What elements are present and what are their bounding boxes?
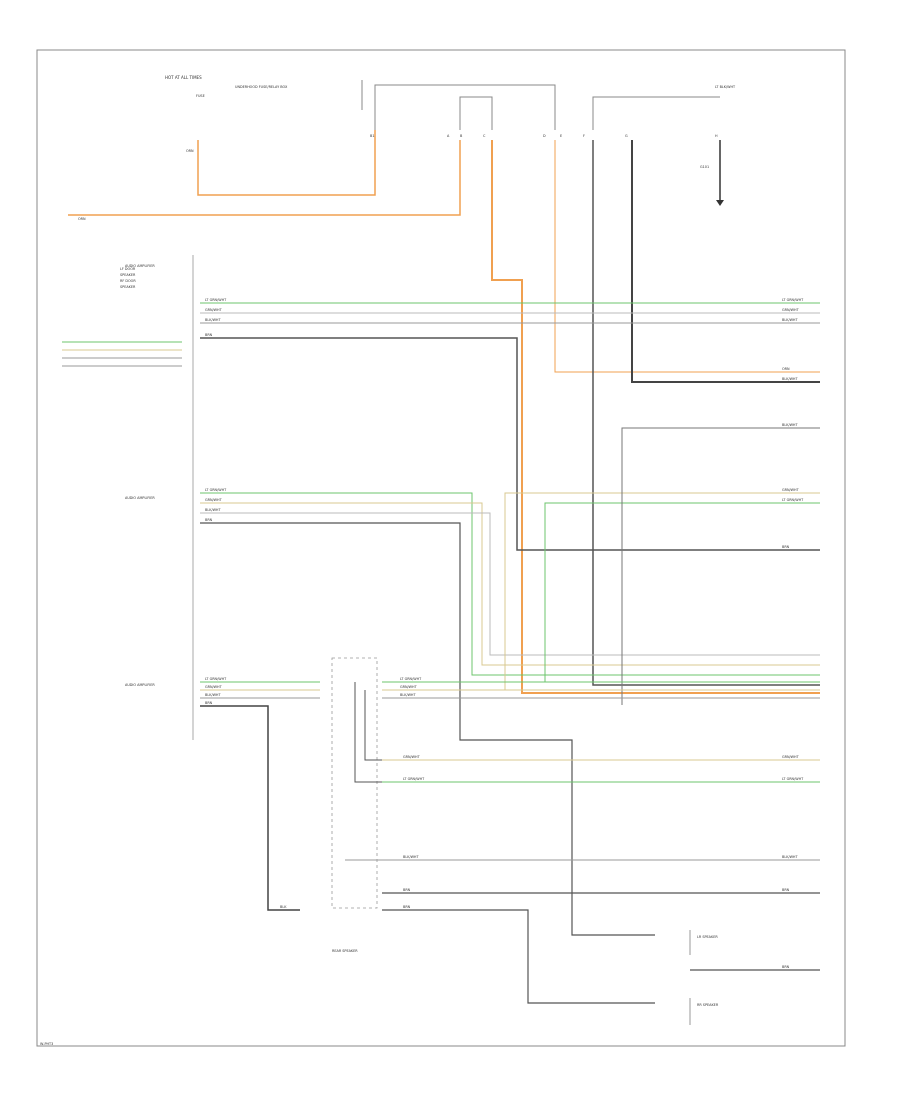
top-pins: B1 A B C D E F G H [370, 134, 718, 138]
bracket-top-4 [592, 96, 720, 130]
audio-amp-labels: AUDIO AMPLIFIER AUDIO AMPLIFIER AUDIO AM… [125, 264, 155, 687]
svg-text:GRN/WHT: GRN/WHT [403, 755, 421, 759]
svg-text:BLK/WHT: BLK/WHT [205, 508, 221, 512]
svg-text:LT GRN/WHT: LT GRN/WHT [403, 777, 425, 781]
left-nav-labels: LF DOOR SPEAKER RF DOOR SPEAKER [120, 267, 136, 289]
svg-text:GRN/WHT: GRN/WHT [205, 308, 223, 312]
wire-dark-1 [592, 140, 820, 686]
svg-text:BRN: BRN [403, 905, 411, 909]
svg-text:AUDIO AMPLIFIER: AUDIO AMPLIFIER [125, 496, 155, 500]
svg-text:C: C [483, 134, 486, 138]
svg-text:BRN: BRN [205, 518, 213, 522]
svg-text:BRN: BRN [205, 701, 213, 705]
fuse-label: FUSE [196, 94, 205, 98]
upper-bus [200, 302, 820, 551]
svg-text:BLK/WHT: BLK/WHT [782, 423, 798, 427]
wire-label-orn-2: ORN [78, 217, 86, 221]
bracket-top-2 [374, 84, 556, 130]
underhood-box-label: UNDERHOOD FUSE/RELAY BOX [235, 85, 288, 89]
svg-text:LF DOOR: LF DOOR [120, 267, 136, 271]
svg-text:LT GRN/WHT: LT GRN/WHT [782, 498, 804, 502]
svg-text:AUDIO AMPLIFIER: AUDIO AMPLIFIER [125, 264, 155, 268]
svg-text:F: F [583, 134, 585, 138]
svg-text:BRN: BRN [782, 965, 790, 969]
svg-text:LT GRN/WHT: LT GRN/WHT [205, 488, 227, 492]
svg-text:LT GRN/WHT: LT GRN/WHT [205, 298, 227, 302]
svg-text:RF DOOR: RF DOOR [120, 279, 136, 283]
left-stub-wires [62, 341, 182, 367]
svg-text:GRN/WHT: GRN/WHT [400, 685, 418, 689]
svg-text:B: B [460, 134, 463, 138]
svg-text:BRN: BRN [403, 888, 411, 892]
bracket-top-3 [459, 96, 493, 130]
svg-text:BLK/WHT: BLK/WHT [205, 318, 221, 322]
svg-text:A: A [447, 134, 450, 138]
svg-text:GRN/WHT: GRN/WHT [782, 755, 800, 759]
svg-text:ORN: ORN [782, 367, 790, 371]
svg-text:D: D [543, 134, 546, 138]
rr-speaker-label: RR SPEAKER [697, 1003, 719, 1007]
ground-label: G101 [700, 165, 709, 169]
svg-text:E: E [560, 134, 562, 138]
wire-labels: LT GRN/WHT GRN/WHT BLK/WHT BRN LT GRN/WH… [205, 298, 804, 969]
svg-text:BLK: BLK [280, 905, 287, 909]
svg-text:BRN: BRN [205, 333, 213, 337]
lower-bus [200, 681, 820, 911]
svg-text:BLK/WHT: BLK/WHT [782, 855, 798, 859]
svg-text:GRN/WHT: GRN/WHT [782, 488, 800, 492]
svg-text:LT GRN/WHT: LT GRN/WHT [205, 677, 227, 681]
svg-text:GRN/WHT: GRN/WHT [205, 685, 223, 689]
rear-speaker-label: REAR SPEAKER [332, 949, 358, 953]
dashed-connector [331, 657, 378, 909]
svg-text:AUDIO AMPLIFIER: AUDIO AMPLIFIER [125, 683, 155, 687]
svg-text:GRN/WHT: GRN/WHT [205, 498, 223, 502]
svg-text:GRN/WHT: GRN/WHT [782, 308, 800, 312]
svg-text:G: G [625, 134, 628, 138]
ground-note: LT BLK/WHT [715, 85, 736, 89]
diagram-frame [36, 49, 846, 1047]
svg-text:SPEAKER: SPEAKER [120, 285, 136, 289]
svg-text:H: H [715, 134, 718, 138]
wire-orange-top [68, 140, 461, 216]
svg-text:BLK/WHT: BLK/WHT [400, 693, 416, 697]
ground-symbol-icon [716, 200, 724, 206]
footer-id: W-PHT3 [40, 1042, 53, 1046]
svg-text:LT GRN/WHT: LT GRN/WHT [782, 298, 804, 302]
svg-text:BLK/WHT: BLK/WHT [403, 855, 419, 859]
svg-text:B1: B1 [370, 134, 374, 138]
svg-text:LT GRN/WHT: LT GRN/WHT [400, 677, 422, 681]
svg-text:BLK/WHT: BLK/WHT [782, 377, 798, 381]
wire-orange-fuse [197, 130, 376, 196]
wire-orange-down [491, 140, 820, 694]
lower-right-wires [345, 682, 820, 1004]
wire-dark-2 [631, 140, 820, 383]
svg-text:BRN: BRN [782, 888, 790, 892]
top-connectors: HOT AT ALL TIMES FUSE UNDERHOOD FUSE/REL… [165, 75, 736, 169]
middle-bus [200, 427, 820, 936]
svg-text:SPEAKER: SPEAKER [120, 273, 136, 277]
svg-text:BLK/WHT: BLK/WHT [782, 318, 798, 322]
svg-text:BLK/WHT: BLK/WHT [205, 693, 221, 697]
fuse-block-label: HOT AT ALL TIMES [165, 75, 202, 80]
lr-speaker-label: LR SPEAKER [697, 935, 718, 939]
svg-text:LT GRN/WHT: LT GRN/WHT [782, 777, 804, 781]
svg-text:BRN: BRN [782, 545, 790, 549]
wire-orange-right [554, 140, 820, 373]
wire-label-orn-1: ORN [186, 149, 194, 153]
